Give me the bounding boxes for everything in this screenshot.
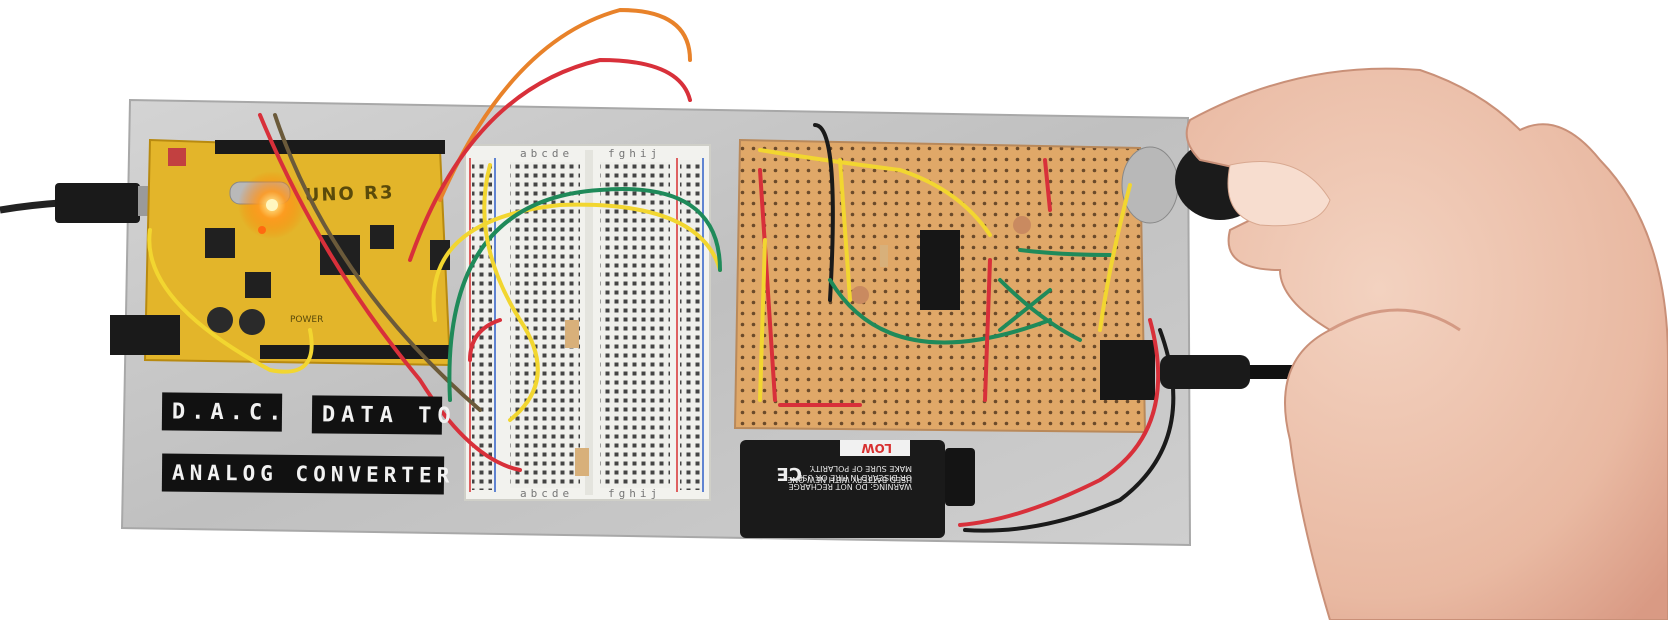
label-analog-converter: ANALOG CONVERTER (161, 453, 454, 495)
battery-warning-line3: OR DISCARD IN FIRE OR USE (797, 473, 912, 482)
breadboard-letters-right-bottom: fghij (608, 487, 661, 500)
label-dac: D.A.C. (161, 392, 288, 432)
perfboard (733, 138, 1179, 434)
battery-ce-mark: CE (776, 463, 802, 484)
battery-brand: LOW (861, 441, 892, 455)
breadboard-letters-right-top: fghij (608, 147, 661, 160)
battery-warning-line1: USED BATTERY WITH NEW ONE. (785, 475, 912, 484)
breadboard-letters-left-bottom: abcde (520, 487, 573, 500)
breadboard-letters-left-top: abcde (520, 147, 573, 160)
jumper-wires (147, 7, 1176, 533)
arduino-board-name: UNO R3 (304, 182, 394, 206)
battery-warning-line4: WARNING: DO NOT RECHARGE (789, 482, 912, 491)
audio-jack-plug (1160, 355, 1300, 389)
arduino-power-label: POWER (290, 315, 323, 325)
hand (1175, 67, 1668, 620)
arduino-board (110, 138, 452, 367)
battery-warning-line2: MAKE SURE OF POLARITY. (809, 464, 912, 473)
label-data-to: DATA TO (311, 395, 457, 435)
battery-9v (740, 440, 975, 538)
